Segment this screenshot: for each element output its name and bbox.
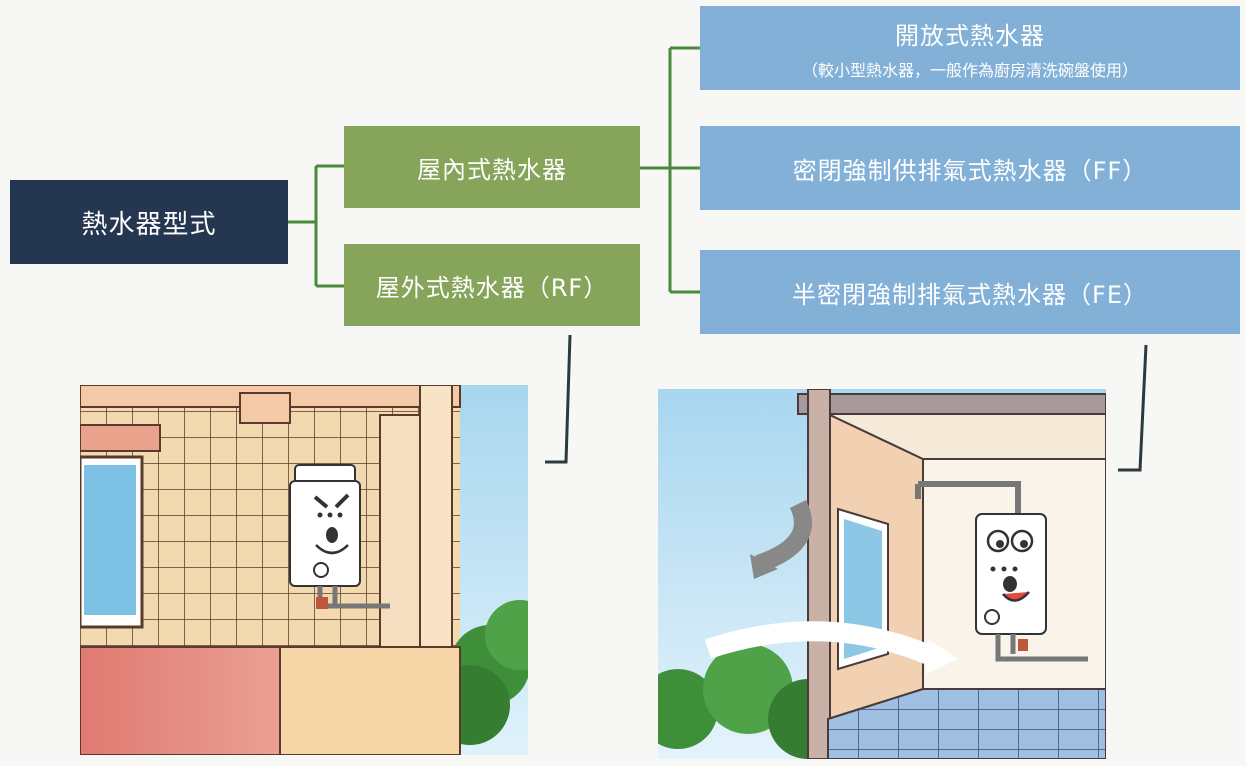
ff-type-label: 密閉強制供排氣式熱水器（FF）: [792, 156, 1148, 185]
open-type-note: （較小型熱水器，一般作為廚房清洗碗盤使用）: [801, 60, 1138, 80]
open-type-box: 開放式熱水器 （較小型熱水器，一般作為廚房清洗碗盤使用）: [700, 6, 1240, 90]
outdoor-water-heater-illustration: [80, 385, 528, 755]
fe-type-label: 半密閉強制排氣式熱水器（FE）: [792, 280, 1148, 309]
fe-type-box: 半密閉強制排氣式熱水器（FE）: [700, 250, 1240, 334]
root-label: 熱水器型式: [81, 209, 217, 240]
water-heater-icon: [975, 513, 1088, 662]
indoor-label: 屋內式熱水器: [417, 155, 567, 184]
root-box: 熱水器型式: [10, 180, 288, 264]
outdoor-box: 屋外式熱水器（RF）: [344, 244, 640, 326]
outdoor-label: 屋外式熱水器（RF）: [375, 273, 609, 302]
indoor-fe-water-heater-illustration: [658, 389, 1106, 759]
water-heater-icon: [289, 464, 390, 609]
ff-type-box: 密閉強制供排氣式熱水器（FF）: [700, 126, 1240, 210]
indoor-box: 屋內式熱水器: [344, 126, 640, 208]
open-type-label: 開放式熱水器: [895, 21, 1045, 50]
